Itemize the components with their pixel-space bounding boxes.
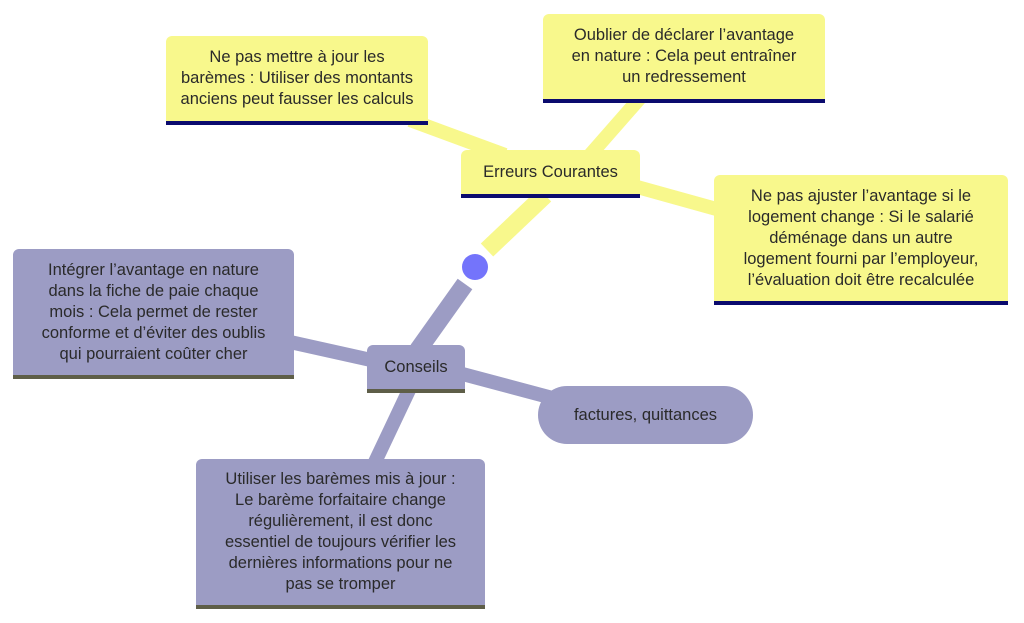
link-tips-item1 [288,335,382,369]
link-errors-item1 [407,113,508,162]
error-node-declaration[interactable]: Oublier de déclarer l’avantage en nature… [543,14,825,103]
link-tips-item2 [453,365,562,407]
link-errors-item3 [628,178,722,217]
central-node[interactable] [462,254,488,280]
tip-node-fiche-paie[interactable]: Intégrer l’avantage en nature dans la fi… [13,249,294,379]
link-center-errors [480,188,552,257]
tip-node-baremes[interactable]: Utiliser les barèmes mis à jour : Le bar… [196,459,485,609]
link-tips-item3 [368,385,417,465]
branch-conseils[interactable]: Conseils [367,345,465,393]
tip-node-factures[interactable]: factures, quittances [538,386,753,444]
link-errors-item2 [584,93,646,160]
error-node-baremes[interactable]: Ne pas mettre à jour les barèmes : Utili… [166,36,428,125]
link-center-tips [410,278,473,356]
branch-erreurs-courantes[interactable]: Erreurs Courantes [461,150,640,198]
error-node-logement[interactable]: Ne pas ajuster l’avantage si le logement… [714,175,1008,305]
